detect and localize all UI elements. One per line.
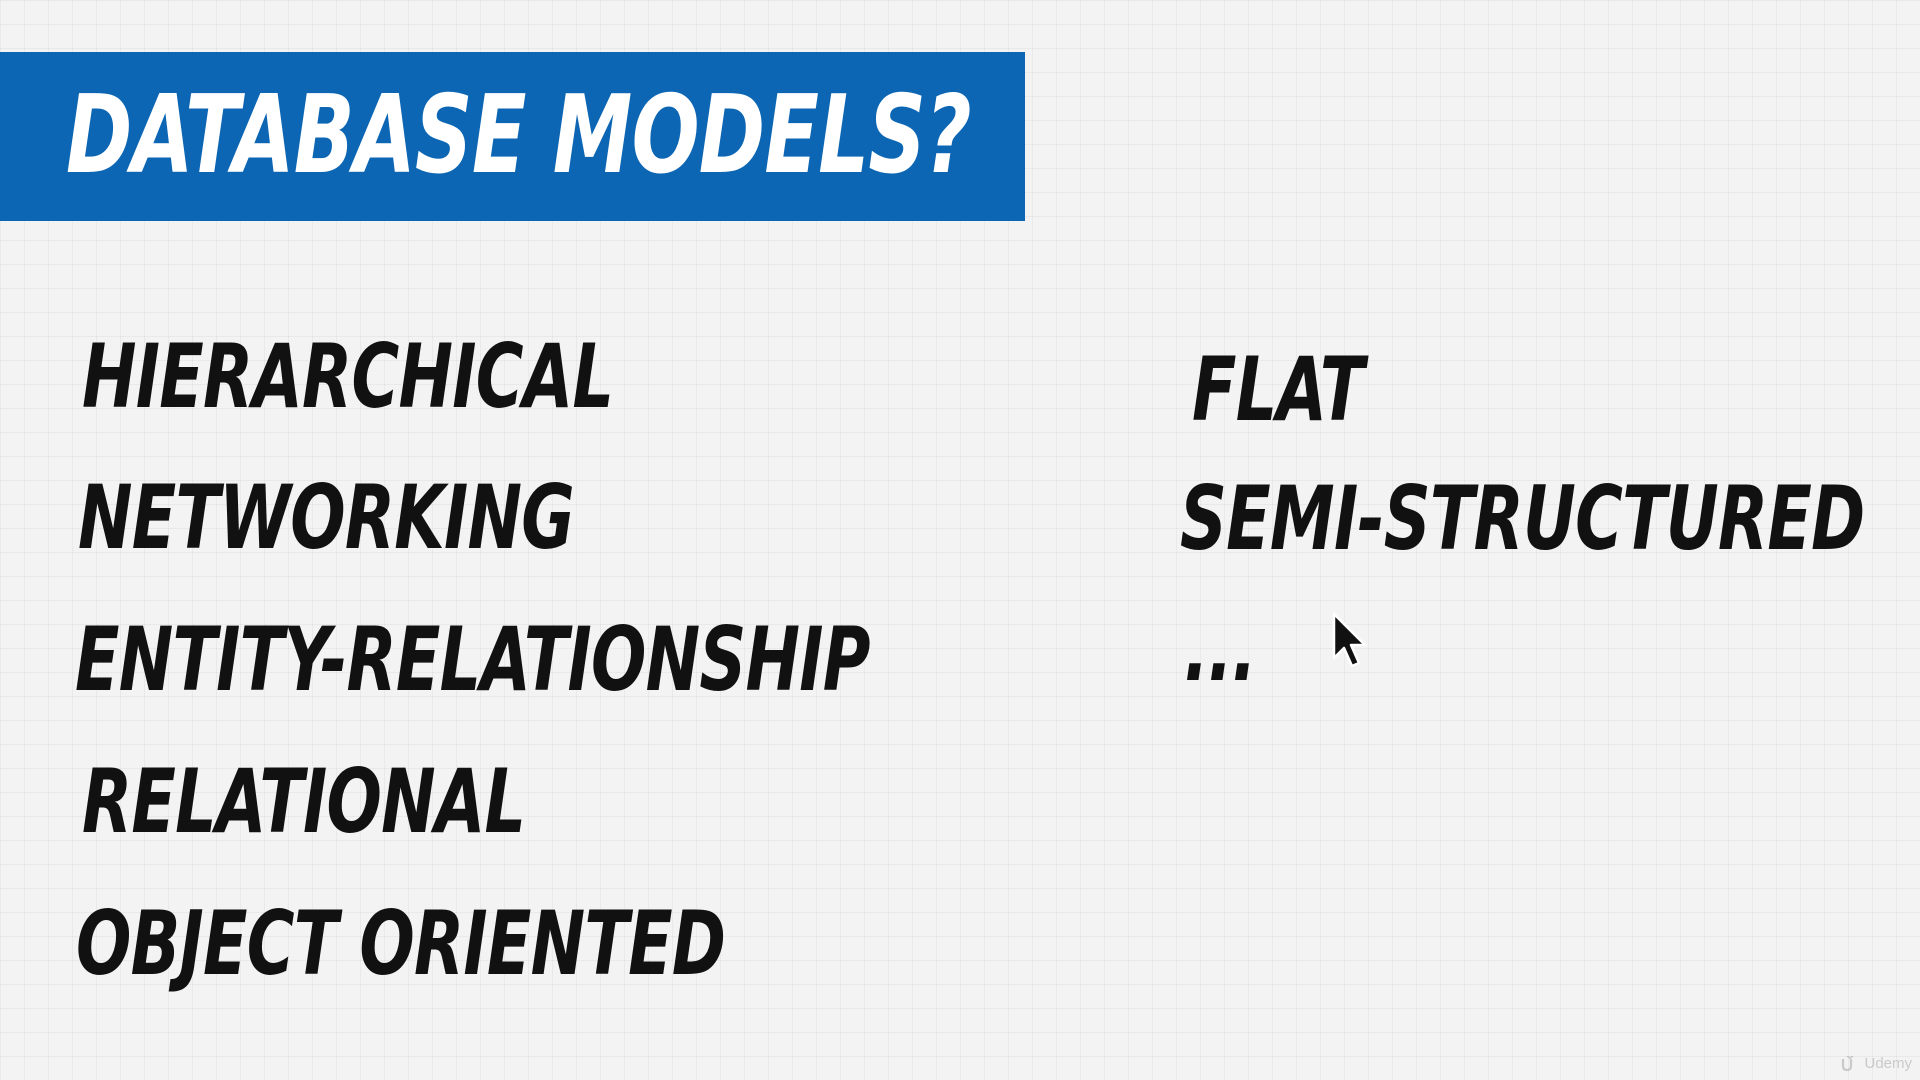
mouse-pointer-icon: [1332, 612, 1367, 668]
model-object-oriented: OBJECT ORIENTED: [76, 892, 726, 995]
watermark: Udemy: [1841, 1055, 1912, 1072]
model-semi-structured: SEMI-STRUCTURED: [1180, 467, 1865, 570]
model-flat: FLAT: [1192, 338, 1364, 441]
model-networking: NETWORKING: [78, 466, 575, 569]
model-relational: RELATIONAL: [82, 750, 526, 853]
udemy-logo-icon: [1842, 1055, 1854, 1071]
model-entity-relationship: ENTITY-RELATIONSHIP: [75, 608, 871, 711]
model-ellipsis: ...: [1184, 598, 1257, 701]
slide-title: DATABASE MODELS?: [66, 73, 972, 198]
watermark-text: Udemy: [1864, 1055, 1912, 1072]
title-banner: [0, 52, 1025, 221]
model-hierarchical: HIERARCHICAL: [82, 325, 614, 428]
